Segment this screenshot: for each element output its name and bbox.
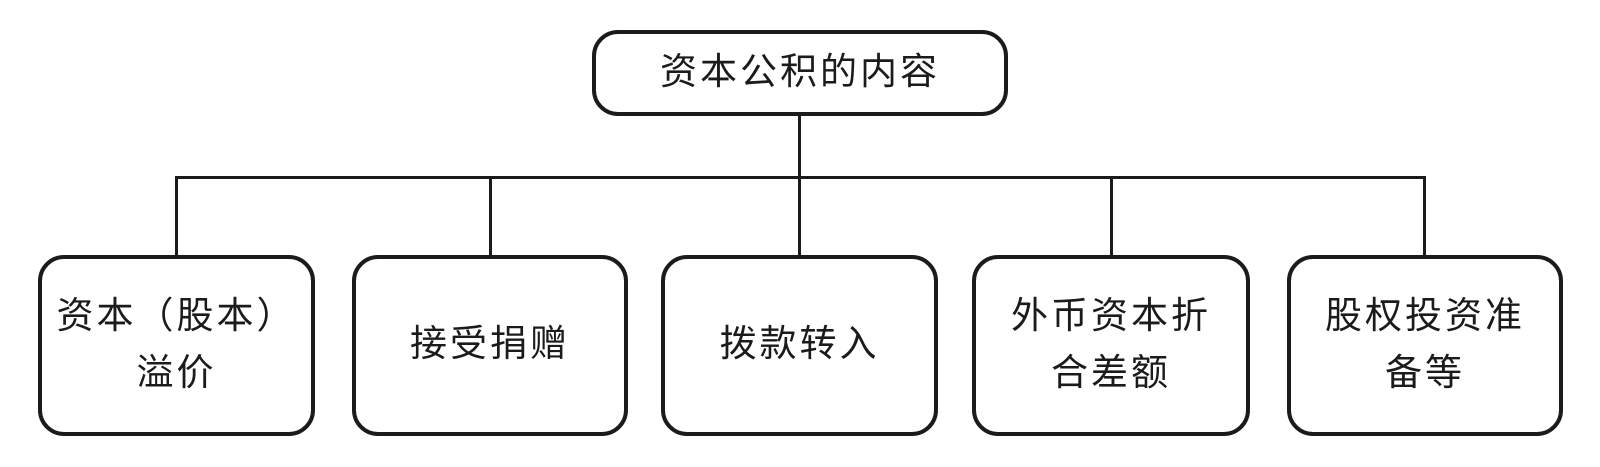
node-equity-investment-reserve: 股权投资准 备等 [1287, 255, 1563, 436]
node-label: 接受捐赠 [410, 324, 570, 366]
connector-horizontal-rail [175, 176, 1426, 179]
node-label-line1: 股权投资准 [1325, 296, 1525, 338]
node-label: 拨款转入 [719, 324, 880, 366]
connector-drop-capital-premium [175, 176, 178, 257]
node-label: 资本公积的内容 [660, 51, 940, 93]
node-capital-share-premium: 资本（股本） 溢价 [38, 255, 315, 436]
connector-drop-donations [489, 176, 492, 257]
node-label-line2: 溢价 [136, 352, 217, 394]
connector-root-drop [798, 112, 801, 257]
node-accepted-donations: 接受捐赠 [352, 255, 628, 436]
connector-drop-equity-reserve [1423, 176, 1426, 257]
node-label-line1: 外币资本折 [1011, 296, 1211, 338]
connector-drop-foreign-currency [1110, 176, 1113, 257]
node-foreign-currency-translation-difference: 外币资本折 合差额 [972, 255, 1250, 436]
node-appropriation-transfer: 拨款转入 [661, 255, 938, 436]
node-label-line1: 资本（股本） [56, 296, 297, 338]
node-label-line2: 备等 [1385, 352, 1465, 394]
node-root-capital-reserve-content: 资本公积的内容 [592, 30, 1008, 116]
node-label-line2: 合差额 [1051, 352, 1171, 394]
